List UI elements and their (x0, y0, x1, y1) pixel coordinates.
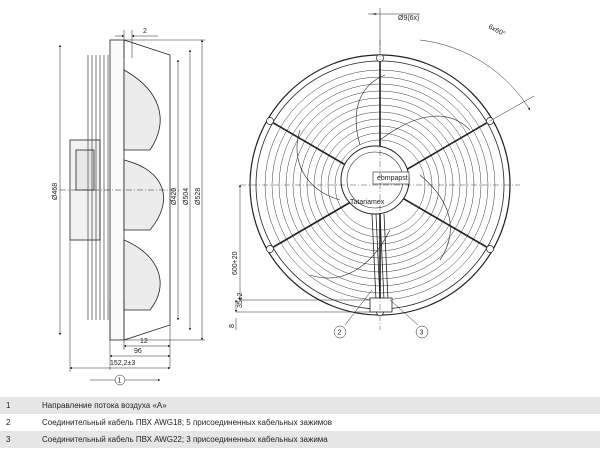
dim-dia-outer: Ø468 (52, 183, 59, 200)
brand-plate (372, 171, 410, 185)
legend-row: 3 Соединительный кабель ПВХ AWG22; 3 при… (0, 431, 600, 448)
side-view-dimensions (58, 30, 205, 386)
legend-text: Соединительный кабель ПВХ AWG22; 3 присо… (42, 435, 328, 444)
callout-1-label: 1 (118, 378, 122, 385)
legend-row: 1 Направление потока воздуха «А» (0, 397, 600, 414)
guard-ribs-side (87, 55, 109, 320)
side-view (60, 39, 180, 341)
legend-number: 3 (6, 435, 11, 444)
legend-text: Направление потока воздуха «А» (42, 401, 167, 410)
dim-8: 8 (229, 324, 236, 328)
dim-dia-528: Ø528 (195, 188, 202, 205)
impeller-blades-front (296, 74, 471, 279)
callout-1-circle (114, 374, 126, 386)
dim-96: 96 (134, 348, 142, 355)
front-view (240, 40, 520, 330)
dim-hole: Ø9(6x) (398, 15, 419, 22)
callout-2-label: 2 (338, 330, 342, 337)
dim-cable-length: 600+20 (232, 251, 239, 275)
mounting-hole (266, 117, 274, 125)
impeller-blade-side (123, 239, 161, 311)
front-view-dimensions (234, 8, 535, 339)
mounting-hole (266, 245, 274, 253)
legend-number: 2 (6, 418, 11, 427)
dim-dia-420: Ø420 (171, 188, 178, 205)
impeller-blade-side (123, 159, 164, 231)
dim-dia-504: Ø504 (183, 188, 190, 205)
sub-brand-label: Tatariamex (350, 199, 385, 206)
callout-2-circle (333, 325, 347, 339)
angle-arc (419, 39, 531, 111)
legend-text: Соединительный кабель ПВХ AWG18; 5 присо… (42, 418, 332, 427)
callout-3-circle (415, 325, 429, 339)
dim-angle: 6x60° (487, 23, 507, 39)
legend-table: 1 Направление потока воздуха «А» 2 Соеди… (0, 397, 600, 448)
callout-3-label: 3 (420, 330, 424, 337)
dim-12: 12 (140, 338, 148, 345)
side-view-labels: 2 Ø468 Ø420 Ø504 Ø528 12 96 152,2±3 1 (52, 28, 202, 385)
front-view-labels: ebmpapst Tatariamex (350, 175, 408, 206)
dim-35: 35±2 (237, 292, 244, 308)
dim-152: 152,2±3 (110, 360, 135, 367)
legend-row: 2 Соединительный кабель ПВХ AWG18; 5 при… (0, 414, 600, 431)
mounting-hole (486, 245, 494, 253)
dim-offset: 2 (143, 28, 147, 35)
cable-bundle (369, 213, 393, 313)
technical-drawing: 2 Ø468 Ø420 Ø504 Ø528 12 96 152,2±3 1 (52, 8, 535, 386)
brand-label: ebmpapst (377, 175, 408, 182)
impeller-blade-side (123, 69, 161, 151)
motor-terminal-box (75, 149, 95, 191)
legend-number: 1 (6, 401, 11, 410)
